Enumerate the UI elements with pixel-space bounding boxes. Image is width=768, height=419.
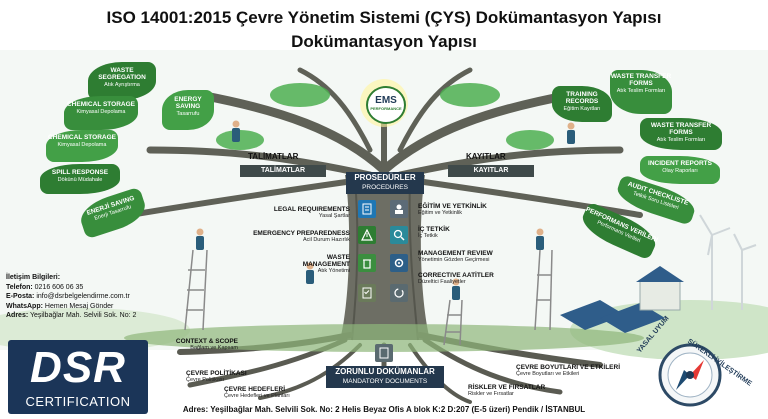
- contact-address: Adres: Yeşilbağlar Mah. Selvili Sok. No:…: [6, 312, 137, 320]
- talimatlar-label-top: TALİMATLAR: [248, 152, 299, 161]
- gears-icon: [390, 254, 408, 272]
- contact-info: İletişim Bilgileri: Telefon: 0216 606 06…: [6, 273, 136, 321]
- cycle-icon: [390, 284, 408, 302]
- contact-email: E-Posta: info@dsrbelgelendirme.com.tr: [6, 293, 130, 301]
- contact-heading: İletişim Bilgileri:: [6, 274, 61, 281]
- bin-icon: [358, 254, 376, 272]
- contact-whatsapp: WhatsApp: Hemen Mesaj Gönder: [6, 302, 114, 310]
- training-icon: [390, 200, 408, 218]
- talimatlar-banner: TALİMATLAR: [240, 165, 326, 177]
- zorunlu-banner: ZORUNLU DOKÜMANLAR MANDATORY DOCUMENTS: [326, 366, 444, 388]
- alarm-icon: [358, 226, 376, 244]
- root-doc-icon: [375, 344, 393, 362]
- magnifier-icon: [390, 226, 408, 244]
- prosedurler-banner: PROSEDÜRLER PROCEDURES: [346, 172, 424, 194]
- kayitlar-banner: KAYITLAR: [448, 165, 534, 177]
- document-icon: [358, 200, 376, 218]
- compass-icon: [686, 371, 694, 379]
- kayitlar-label-top: KAYITLAR: [466, 152, 506, 161]
- dsr-logo: DSR CERTIFICATION: [8, 340, 148, 414]
- page-title: ISO 14001:2015 Çevre Yönetim Sistemi (ÇY…: [106, 8, 662, 27]
- checklist-icon: [358, 284, 376, 302]
- contact-phone: Telefon: 0216 606 06 35: [6, 283, 84, 291]
- page-subtitle: Dokümantasyon Yapısı: [291, 32, 477, 51]
- ems-badge: EMS PERFORMANCE: [366, 86, 406, 124]
- footer-address: Adres: Yeşilbağlar Mah. Selvili Sok. No:…: [182, 405, 586, 414]
